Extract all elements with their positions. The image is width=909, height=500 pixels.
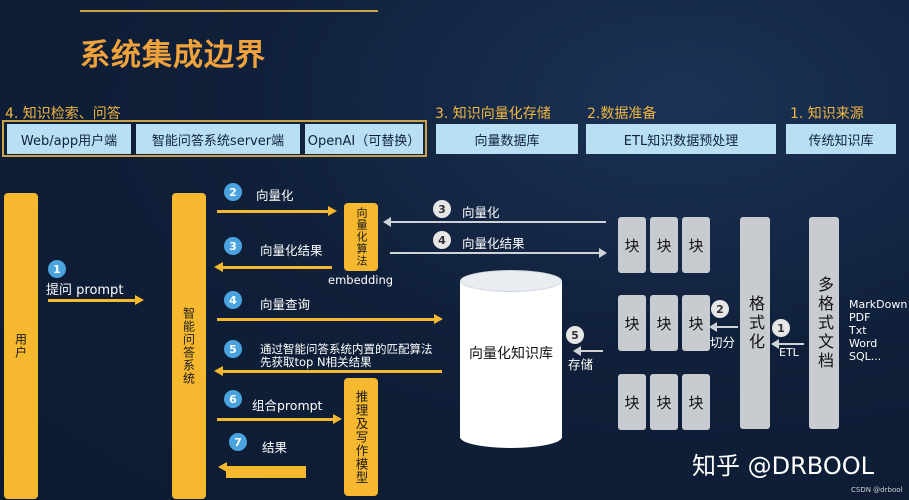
step-4-label: 向量查询	[260, 297, 311, 312]
right-step-2-label: 切分	[710, 335, 736, 350]
format-item: SQL...	[849, 350, 882, 363]
step-6-badge: 6	[224, 390, 242, 408]
step-7-arrow	[218, 462, 306, 478]
formatting-box: 格式化	[740, 217, 770, 429]
header-traditional-kb: 传统知识库	[786, 124, 896, 154]
header-openai: OpenAI（可替换）	[305, 124, 423, 154]
multi-format-doc-label: 多格式文档	[815, 275, 834, 371]
step-4-arrow	[217, 314, 443, 324]
split-arrow	[709, 322, 738, 332]
right-step-4-badge: 4	[433, 231, 451, 249]
step-1-badge: 1	[48, 260, 66, 278]
header-vector-db: 向量数据库	[436, 124, 578, 154]
retrieval-group-border	[2, 120, 427, 157]
format-item: Word	[849, 337, 878, 350]
step-2-badge: 2	[224, 183, 242, 201]
step-2-label: 向量化	[256, 188, 294, 203]
step-6-arrow	[217, 414, 342, 424]
chunk-block: 块	[650, 374, 678, 430]
chunk-block: 块	[650, 295, 678, 351]
right-step-1-badge: 1	[772, 319, 790, 337]
header-web-app: Web/app用户端	[7, 124, 131, 154]
chunk-block: 块	[618, 217, 646, 273]
right-step-3-label: 向量化	[462, 205, 500, 220]
section-label-retrieval: 4. 知识检索、问答	[5, 106, 121, 122]
embedding-label: embedding	[328, 273, 394, 287]
vector-knowledge-db: 向量化知识库	[460, 270, 562, 448]
chunk-block: 块	[682, 295, 710, 351]
right-step-4-label: 向量化结果	[462, 236, 525, 251]
header-qa-server: 智能问答系统server端	[136, 124, 300, 154]
step-5-label-line2: 先获取top N相关结果	[260, 355, 372, 369]
vectorize-algorithm-label: 向量化算法	[355, 207, 368, 267]
right-step-3-badge: 3	[433, 200, 451, 218]
chunk-block: 块	[618, 295, 646, 351]
step-1-label: 提问 prompt	[46, 283, 124, 298]
qa-system-bar: 智能问答系统	[172, 193, 206, 499]
chunk-block: 块	[618, 374, 646, 430]
step-7-label: 结果	[262, 440, 288, 455]
step-2-arrow	[217, 206, 337, 216]
step-5-label-line1: 通过智能问答系统内置的匹配算法	[260, 342, 433, 356]
user-bar: 用户	[4, 193, 38, 499]
right-step-3-arrow	[383, 217, 606, 227]
chunk-block: 块	[682, 374, 710, 430]
zhihu-watermark: 知乎 @DRBOOL	[692, 452, 874, 480]
step-5-arrow	[214, 366, 442, 376]
section-label-vector-storage: 3. 知识向量化存储	[435, 106, 551, 122]
section-label-data-prep: 2.数据准备	[587, 106, 657, 122]
chunk-block: 块	[682, 217, 710, 273]
csdn-watermark: CSDN @drbool	[851, 486, 903, 494]
reasoning-model-label: 推理及写作模型	[353, 389, 369, 485]
multi-format-doc-box: 多格式文档	[809, 217, 839, 429]
title-underline	[80, 10, 378, 12]
right-step-2-badge: 2	[711, 300, 729, 318]
vectorize-algorithm-box: 向量化算法	[344, 203, 378, 271]
step-7-badge: 7	[229, 433, 247, 451]
user-label: 用户	[13, 333, 28, 359]
step-6-label: 组合prompt	[252, 398, 323, 413]
right-step-4-arrow	[390, 248, 607, 258]
qa-system-label: 智能问答系统	[181, 307, 196, 385]
format-list: MarkDown PDF Txt Word SQL...	[849, 298, 907, 363]
reasoning-model-box: 推理及写作模型	[344, 378, 378, 496]
chunk-block: 块	[650, 217, 678, 273]
format-item: MarkDown	[849, 298, 908, 311]
step-5-badge: 5	[224, 340, 242, 358]
formatting-label: 格式化	[746, 294, 765, 352]
page-title: 系统集成边界	[80, 38, 266, 73]
vector-knowledge-db-label: 向量化知识库	[469, 346, 553, 362]
step-3-arrow	[214, 262, 332, 272]
step-4-badge: 4	[224, 291, 242, 309]
format-item: PDF	[849, 311, 871, 324]
right-step-5-badge: 5	[566, 326, 584, 344]
format-item: Txt	[849, 324, 867, 337]
right-step-5-label: 存储	[568, 357, 594, 372]
step-3-label: 向量化结果	[260, 243, 323, 258]
right-step-1-label: ETL	[779, 346, 799, 359]
store-arrow	[573, 346, 603, 356]
section-label-knowledge-source: 1. 知识来源	[790, 106, 864, 122]
etl-arrow	[771, 339, 804, 349]
step-1-arrow	[48, 295, 144, 305]
header-etl: ETL知识数据预处理	[586, 124, 776, 154]
step-3-badge: 3	[224, 237, 242, 255]
